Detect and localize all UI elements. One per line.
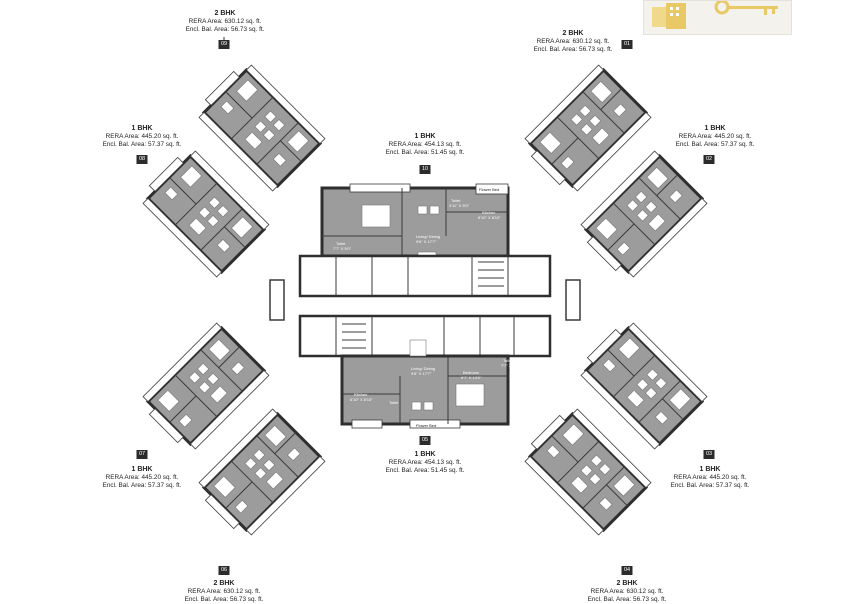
unit-rera-area: RERA Area: 445.20 sq. ft. (673, 474, 747, 481)
unit-balcony-area: Encl. Bal. Area: 57.37 sq. ft. (675, 141, 755, 148)
room-label-flower-bed: Flower Bed (479, 187, 499, 192)
room-label-flower-bed: Flower Bed (416, 423, 436, 428)
unit-balcony-area: Encl. Bal. Area: 56.73 sq. ft. (533, 46, 613, 53)
unit-05-plan: Bedroom 9'7" X 13'0" Living/ Dining 9'6"… (298, 314, 552, 429)
room-dim-kitchen: 6'10" X 8'10" (478, 215, 501, 220)
unit-rera-area: RERA Area: 445.20 sq. ft. (678, 133, 752, 140)
unit-balcony-area: Encl. Bal. Area: 56.73 sq. ft. (185, 26, 265, 33)
unit-rera-area: RERA Area: 630.12 sq. ft. (188, 18, 262, 25)
unit-rera-area: RERA Area: 445.20 sq. ft. (105, 474, 179, 481)
room-dim-toilet: 7'7" X 5'0" (333, 246, 352, 251)
room-label-bedroom: Bedroom (463, 370, 480, 375)
unit-number-05: 05 (419, 436, 431, 445)
unit-type: 1 BHK (131, 466, 153, 473)
unit-type: 1 BHK (414, 133, 436, 140)
unit-type: 2 BHK (214, 10, 236, 17)
room-dim-toilet-2: 3'11" X 5'0" (449, 203, 470, 208)
unit-rera-area: RERA Area: 445.20 sq. ft. (105, 133, 179, 140)
room-label-kitchen: Kitchen (482, 210, 495, 215)
unit-balcony-area: Encl. Bal. Area: 57.37 sq. ft. (102, 482, 182, 489)
room-label-toilet-2: Toilet (451, 198, 461, 203)
room-dim-bedroom: 9'7" X 13'0" (369, 211, 390, 216)
unit-type: 2 BHK (616, 580, 638, 587)
unit-type: 1 BHK (699, 466, 721, 473)
unit-rera-area: RERA Area: 630.12 sq. ft. (590, 588, 664, 595)
unit-label-05: 1 BHK RERA Area: 454.13 sq. ft. Encl. Ba… (386, 451, 465, 475)
unit-label-04: 2 BHK RERA Area: 630.12 sq. ft. Encl. Ba… (588, 580, 667, 604)
unit-label-06: 2 BHK RERA Area: 630.12 sq. ft. Encl. Ba… (185, 580, 264, 604)
unit-number-01: 01 (621, 40, 633, 49)
room-label-bedroom: Bedroom (371, 206, 388, 211)
unit-rera-area: RERA Area: 630.12 sq. ft. (536, 38, 610, 45)
unit-rera-area: RERA Area: 454.13 sq. ft. (388, 141, 462, 148)
corridor-right (565, 279, 581, 321)
unit-type: 1 BHK (704, 125, 726, 132)
key-building-logo-icon (652, 0, 778, 29)
unit-balcony-area: Encl. Bal. Area: 56.73 sq. ft. (184, 596, 264, 603)
unit-number-07: 07 (136, 450, 148, 459)
unit-number-02: 02 (703, 155, 715, 164)
unit-balcony-area: Encl. Bal. Area: 56.73 sq. ft. (587, 596, 667, 603)
room-label-toilet: Toilet (503, 358, 513, 363)
unit-type: 1 BHK (414, 451, 436, 458)
unit-number-04: 04 (621, 566, 633, 575)
room-label-kitchen: Kitchen (354, 392, 367, 397)
unit-label-01: 2 BHK RERA Area: 630.12 sq. ft. Encl. Ba… (534, 30, 613, 54)
unit-type: 2 BHK (213, 580, 235, 587)
room-dim-living: 9'6" X 17'7" (416, 239, 437, 244)
room-label-living: Living/ Dining (411, 366, 435, 371)
unit-balcony-area: Encl. Bal. Area: 57.37 sq. ft. (102, 141, 182, 148)
unit-rera-area: RERA Area: 630.12 sq. ft. (187, 588, 261, 595)
unit-type: 2 BHK (562, 30, 584, 37)
unit-label-03: 1 BHK RERA Area: 445.20 sq. ft. Encl. Ba… (671, 466, 750, 490)
room-dim-kitchen: 6'10" X 8'10" (350, 397, 373, 402)
room-label-living: Living/ Dining (416, 234, 440, 239)
room-label-toilet: Toilet (336, 241, 346, 246)
unit-10-plan: Bedroom 9'7" X 13'0" Living/ Dining 9'6"… (298, 183, 552, 298)
unit-number-08: 08 (136, 155, 148, 164)
unit-number-10: 10 (419, 165, 431, 174)
unit-label-08: 1 BHK RERA Area: 445.20 sq. ft. Encl. Ba… (103, 125, 182, 149)
unit-number-03: 03 (703, 450, 715, 459)
unit-balcony-area: Encl. Bal. Area: 51.45 sq. ft. (385, 149, 465, 156)
corridor-left (269, 279, 285, 321)
unit-label-09: 2 BHK RERA Area: 630.12 sq. ft. Encl. Ba… (186, 10, 265, 34)
room-dim-bedroom: 9'7" X 13'0" (461, 375, 482, 380)
unit-number-06: 06 (218, 566, 230, 575)
unit-label-10: 1 BHK RERA Area: 454.13 sq. ft. Encl. Ba… (386, 133, 465, 157)
unit-balcony-area: Encl. Bal. Area: 57.37 sq. ft. (670, 482, 750, 489)
brand-logo (643, 0, 792, 35)
room-label-toilet-2: Toilet (389, 400, 399, 405)
room-dim-living: 9'6" X 17'7" (411, 371, 432, 376)
unit-label-02: 1 BHK RERA Area: 445.20 sq. ft. Encl. Ba… (676, 125, 755, 149)
unit-type: 1 BHK (131, 125, 153, 132)
unit-label-07: 1 BHK RERA Area: 445.20 sq. ft. Encl. Ba… (103, 466, 182, 490)
unit-number-09: 09 (218, 40, 230, 49)
unit-balcony-area: Encl. Bal. Area: 51.45 sq. ft. (385, 467, 465, 474)
unit-rera-area: RERA Area: 454.13 sq. ft. (388, 459, 462, 466)
room-dim-toilet: 7'7" X 5'0" (501, 363, 520, 368)
